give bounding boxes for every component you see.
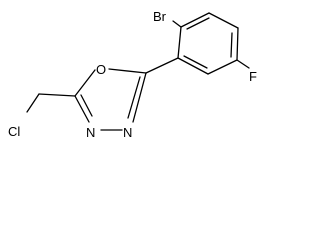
bond-c3-c4 [208, 12, 239, 29]
bond-c1-c2 [177, 26, 182, 59]
double-bond-n3-c2ox [127, 76, 141, 119]
oxadiazole-ring [74, 68, 147, 131]
nitrogen-left-label: N [86, 125, 95, 140]
bond-c2ox-o [108, 68, 147, 74]
double-bond-c5ox-n4 [80, 94, 93, 117]
double-bond-inner-c4-c5 [230, 32, 233, 58]
bond-c2-br [172, 20, 182, 28]
chemical-structure: Br F O Cl N N [8, 9, 257, 140]
chlorine-label: Cl [8, 124, 20, 139]
bond-c5-f [236, 59, 250, 69]
bond-n3-c2ox [132, 72, 147, 123]
bond-c4-c5 [236, 27, 239, 61]
bond-c5ox-n4 [74, 95, 90, 123]
oxygen-label: O [96, 62, 106, 77]
fluorine-label: F [249, 69, 257, 84]
benzene-ring [177, 12, 239, 75]
bond-c5ox-ch2 [38, 93, 76, 97]
bond-c2-c3 [180, 12, 210, 28]
nitrogen-right-label: N [123, 125, 132, 140]
bond-ch2-cl [26, 93, 40, 113]
double-bond-inner-c6-c1 [183, 55, 208, 69]
bond-o-c5ox [74, 69, 96, 97]
bromine-label: Br [153, 9, 167, 24]
bond-c6-c1 [177, 57, 209, 75]
bond-c5-c6 [207, 59, 238, 75]
double-bond-inner-c2-c3 [186, 17, 210, 30]
bond-ring-link [145, 57, 179, 74]
